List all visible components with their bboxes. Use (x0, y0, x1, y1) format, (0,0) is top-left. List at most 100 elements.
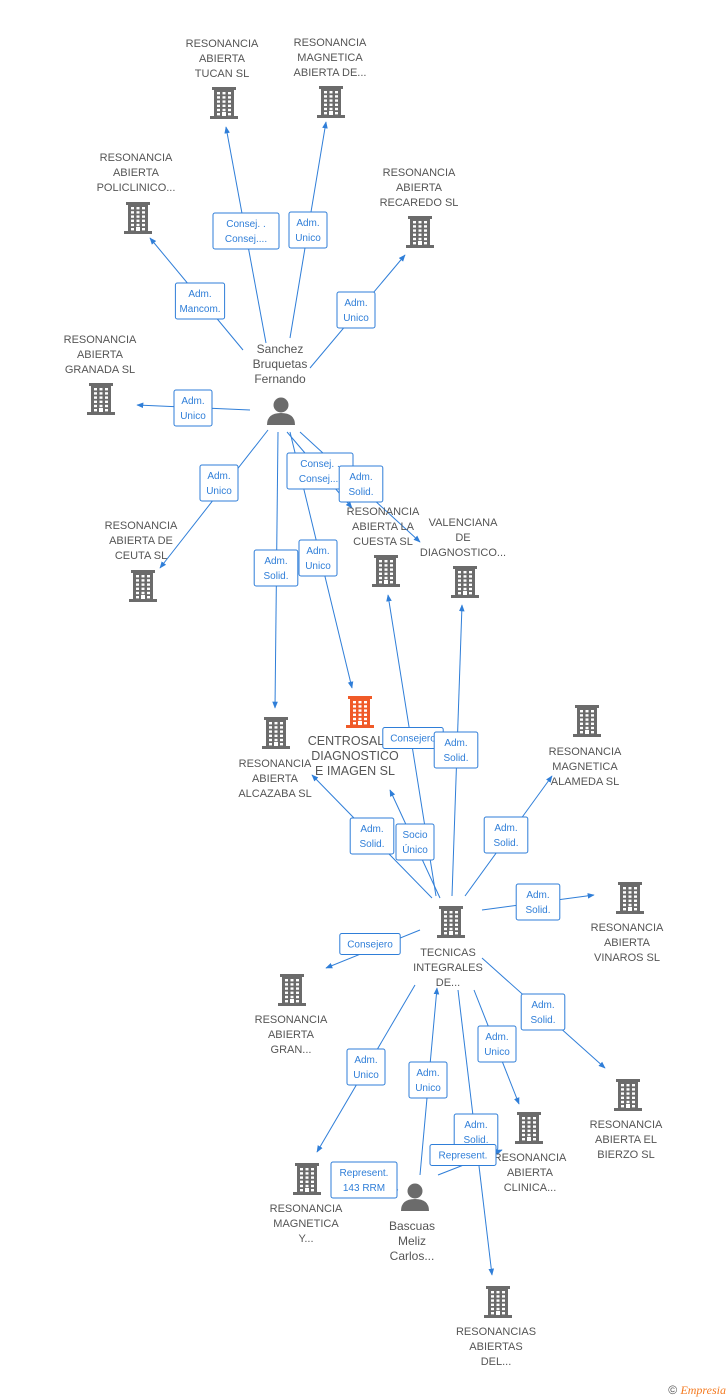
building-icon[interactable] (210, 87, 238, 119)
building-icon[interactable] (614, 1079, 642, 1111)
edge-label-box[interactable]: Adm.Unico (298, 539, 338, 577)
person-icon[interactable] (401, 1183, 429, 1212)
node-label-line: ABIERTA (113, 167, 160, 179)
edge-label-text: Unico (206, 486, 232, 497)
node-label-line: RESONANCIA (255, 1014, 328, 1026)
edge-label-box[interactable]: Adm.Solid. (520, 993, 566, 1031)
edge-label-box[interactable]: Adm. Unico (199, 464, 239, 502)
edge-label-text: Unico (484, 1047, 510, 1058)
edge-label-box[interactable]: Consej. .Consej.... (212, 212, 280, 250)
node-label-line: BIERZO SL (597, 1149, 654, 1161)
node-clinica[interactable]: RESONANCIAABIERTACLINICA... (494, 1112, 567, 1194)
building-icon[interactable] (451, 566, 479, 598)
edge-label-text: Represent. (439, 1151, 488, 1162)
edge-label-box[interactable]: Adm.Unico (408, 1061, 448, 1099)
building-icon[interactable] (616, 882, 644, 914)
node-label-line: TECNICAS (420, 947, 476, 959)
node-policlinico[interactable]: RESONANCIAABIERTAPOLICLINICO... (97, 152, 176, 234)
edge-label-text: Adm. (416, 1068, 439, 1079)
building-icon[interactable] (124, 202, 152, 234)
building-icon[interactable] (87, 383, 115, 415)
focus-building-icon[interactable] (346, 696, 374, 728)
edge-label-box[interactable]: Represent. (429, 1144, 497, 1166)
edge-label-text: Adm. (296, 218, 319, 229)
node-label-line: ALAMEDA SL (551, 776, 619, 788)
node-bascuas[interactable]: BascuasMelizCarlos... (389, 1183, 435, 1264)
edge-label-text: Unico (305, 561, 331, 572)
edge-label-text: Adm. (181, 396, 204, 407)
node-tecnicas[interactable]: TECNICAS INTEGRALES DE... (413, 906, 483, 989)
node-label-line: INTEGRALES (413, 962, 483, 974)
edge-label-box[interactable]: Adm.Unico (477, 1025, 517, 1063)
node-label-line: RESONANCIA (64, 334, 137, 346)
edge-label-text: Solid. (443, 753, 468, 764)
node-label-line: CLINICA... (504, 1182, 557, 1194)
node-magnetica-y[interactable]: RESONANCIAMAGNETICAY... (270, 1163, 343, 1245)
node-label-line: MAGNETICA (273, 1218, 339, 1230)
edge-label-text: Adm. (207, 471, 230, 482)
edge-label-text: Consejero (347, 940, 393, 951)
edge-label-text: Adm. (360, 824, 383, 835)
edge-label-box[interactable]: Represent.143 RRM (330, 1161, 398, 1199)
edge-label-box[interactable]: Adm. Unico (288, 211, 328, 249)
building-icon[interactable] (437, 906, 465, 938)
node-label-line: CUESTA SL (353, 536, 413, 548)
edge-label-box[interactable]: Adm.Unico (346, 1048, 386, 1086)
building-icon[interactable] (278, 974, 306, 1006)
edge-label-text: Solid. (263, 571, 288, 582)
building-icon[interactable] (372, 555, 400, 587)
building-icon[interactable] (317, 86, 345, 118)
node-label-line: ABIERTA (252, 773, 299, 785)
edge-label-box[interactable]: Consejero (339, 933, 401, 955)
edge-label-box[interactable]: Adm.Solid. (338, 465, 384, 503)
node-label-line: RESONANCIA (186, 38, 259, 50)
edge-label-text: Adm. (526, 890, 549, 901)
building-icon[interactable] (406, 216, 434, 248)
edge-label-layer: Consej. .Consej....Adm.UnicoAdm.Mancom.A… (173, 211, 566, 1199)
building-icon[interactable] (293, 1163, 321, 1195)
edge-label-text: Unico (295, 233, 321, 244)
footer-brand[interactable]: © Empresia (668, 1383, 726, 1398)
building-icon[interactable] (129, 570, 157, 602)
node-label-line: RESONANCIA (549, 746, 622, 758)
person-icon[interactable] (267, 397, 295, 426)
node-label-line: ABIERTA EL (595, 1134, 657, 1146)
building-icon[interactable] (573, 705, 601, 737)
building-icon[interactable] (515, 1112, 543, 1144)
node-label-line: RESONANCIA (100, 152, 173, 164)
node-resonancias-abiertas[interactable]: RESONANCIASABIERTASDEL... (456, 1286, 536, 1368)
node-valenciana[interactable]: VALENCIANADEDIAGNOSTICO... (420, 517, 506, 598)
edge-label-box[interactable]: Adm.Mancom. (174, 282, 226, 320)
node-bierzo[interactable]: RESONANCIA ABIERTA EL BIERZO SL (590, 1079, 663, 1161)
node-label-line: DE (455, 532, 470, 544)
node-gran[interactable]: RESONANCIAABIERTAGRAN... (255, 974, 328, 1056)
edge-label-box[interactable]: Adm.Unico (336, 291, 376, 329)
edge-label-box[interactable]: Adm.Solid. (483, 816, 529, 854)
edge-label-text: Único (402, 843, 428, 856)
node-label-line: RESONANCIA (590, 1119, 663, 1131)
edge-label-text: 143 RRM (343, 1183, 385, 1194)
edge-label-box[interactable]: Adm.Solid. (515, 883, 561, 921)
edge-label-text: Adm. (444, 738, 467, 749)
building-icon[interactable] (262, 717, 290, 749)
edge-label-box[interactable]: Adm. Solid. (433, 731, 479, 769)
node-label-line: RECAREDO SL (380, 197, 459, 209)
node-label-line: ABIERTA (199, 53, 246, 65)
building-icon[interactable] (484, 1286, 512, 1318)
edge-label-box[interactable]: Adm.Unico (173, 389, 213, 427)
node-label-line: DE... (436, 977, 460, 989)
edge-label-box[interactable]: Adm.Solid. (349, 817, 395, 855)
edge-label-box[interactable]: Adm.Solid. (253, 549, 299, 587)
